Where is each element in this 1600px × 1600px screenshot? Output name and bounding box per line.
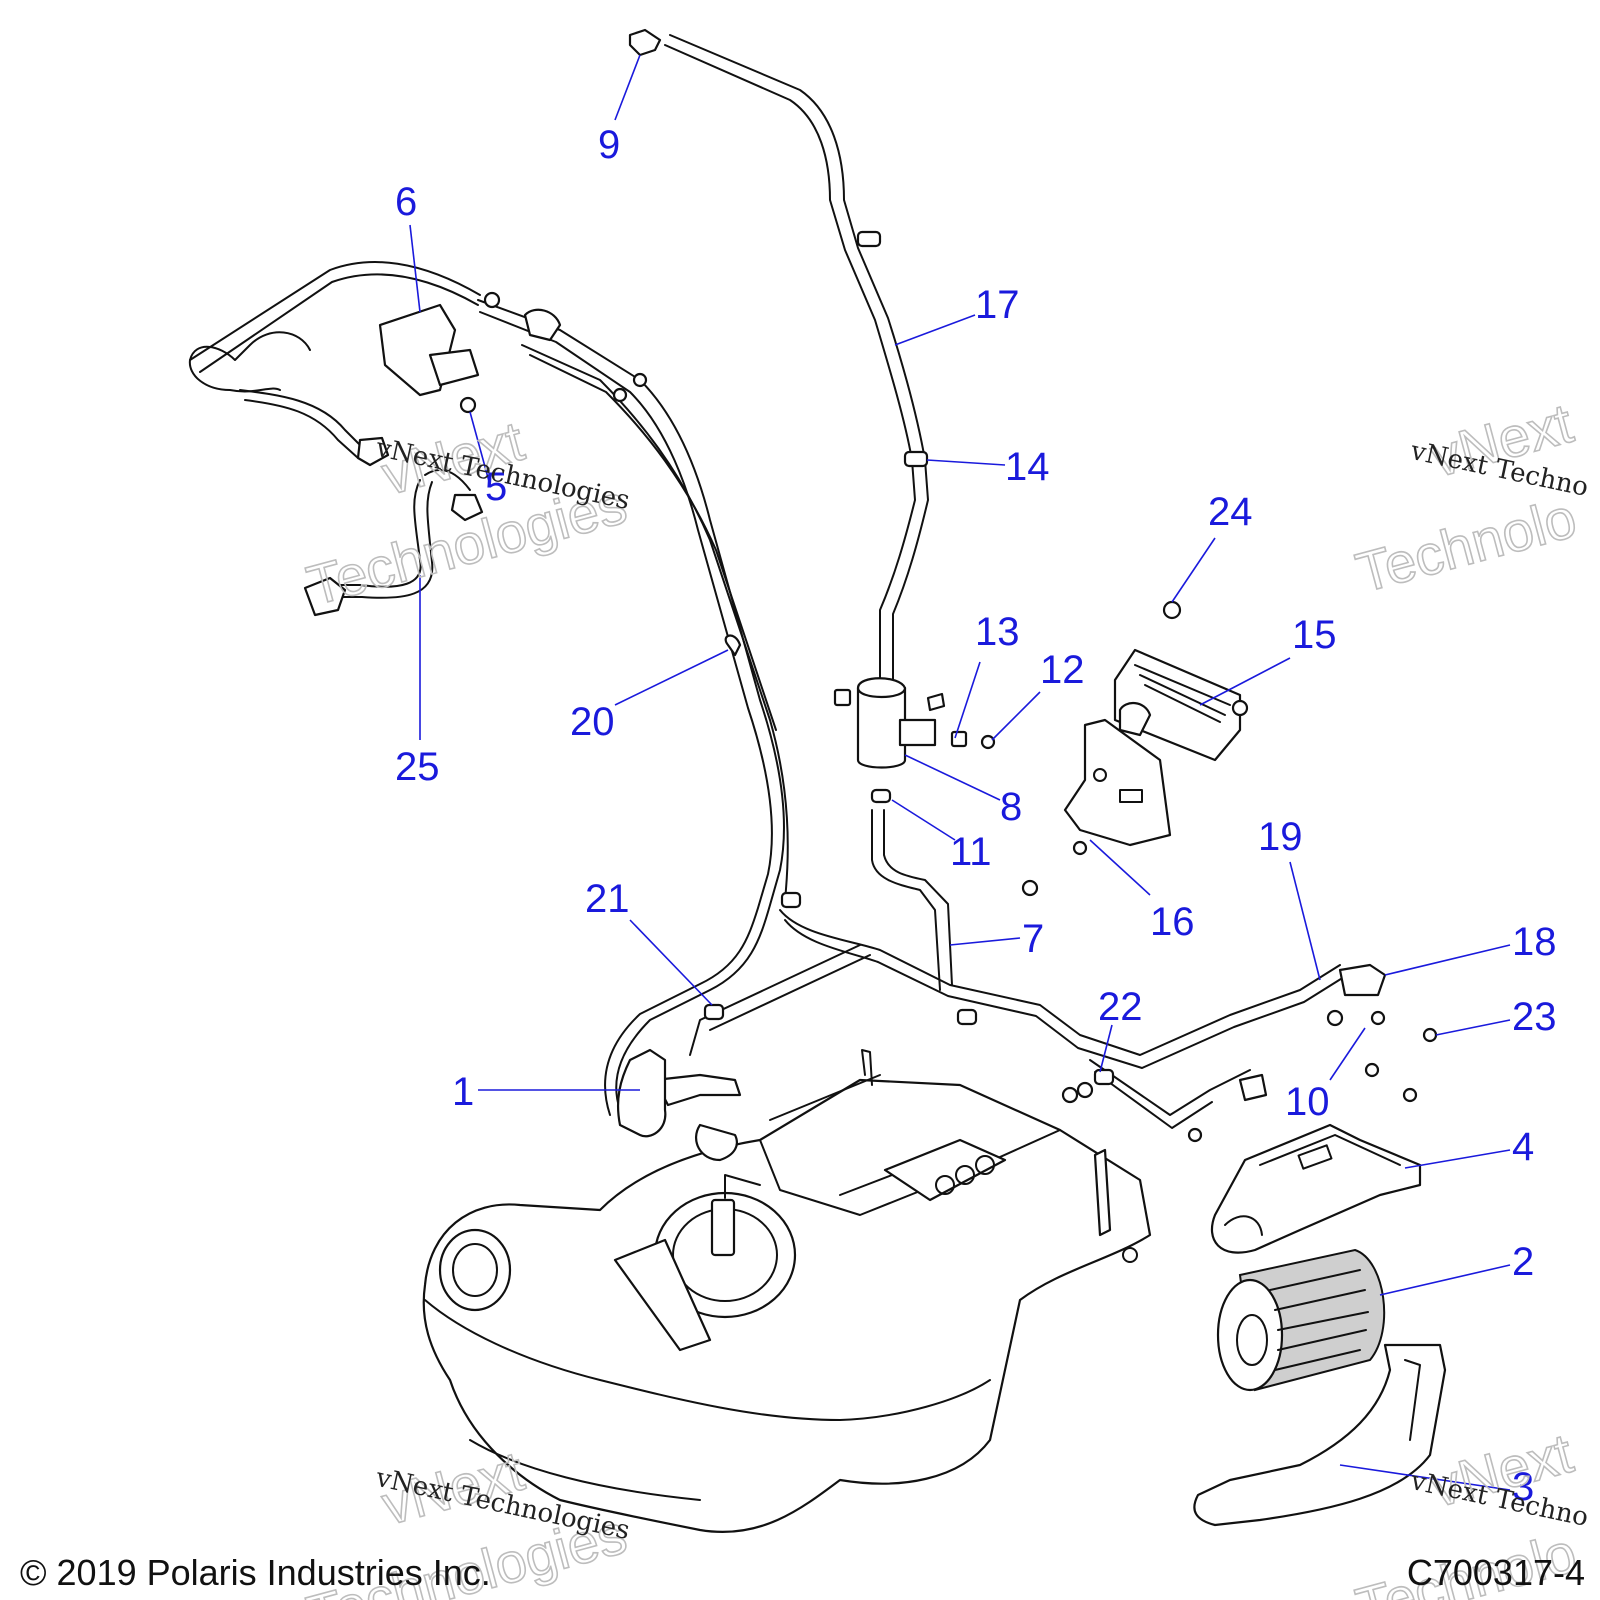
callout-5: 5 — [485, 465, 507, 509]
callout-23: 23 — [1512, 995, 1557, 1039]
callout-15: 15 — [1292, 613, 1337, 657]
callout-14: 14 — [1005, 445, 1050, 489]
callout-7: 7 — [1022, 917, 1044, 961]
callout-12: 12 — [1040, 648, 1085, 692]
callout-6: 6 — [395, 180, 417, 224]
callout-24: 24 — [1208, 490, 1253, 534]
leader-lines — [409, 54, 1511, 1491]
drawing-code: C700317-4 — [1407, 1552, 1585, 1593]
callout-16: 16 — [1150, 900, 1195, 944]
callout-4: 4 — [1512, 1125, 1534, 1169]
fuel-tank — [422, 1049, 1152, 1534]
callout-21: 21 — [585, 877, 630, 921]
callout-3: 3 — [1512, 1465, 1534, 1509]
callout-25: 25 — [395, 745, 440, 789]
callout-11: 11 — [950, 830, 992, 874]
watermark-right-big-bottom-1: Technolo — [1350, 486, 1583, 605]
callout-18: 18 — [1512, 920, 1557, 964]
copyright-text: © 2019 Polaris Industries Inc. — [20, 1552, 491, 1593]
callout-10: 10 — [1285, 1080, 1330, 1124]
callout-22: 22 — [1098, 985, 1143, 1029]
callout-19: 19 — [1258, 815, 1303, 859]
callout-8: 8 — [1000, 785, 1022, 829]
fuel-lines — [188, 34, 1387, 1162]
footer: © 2019 Polaris Industries Inc. C700317-4 — [20, 1552, 1585, 1593]
callout-20: 20 — [570, 700, 615, 744]
callout-2: 2 — [1512, 1240, 1534, 1284]
callout-13: 13 — [975, 610, 1020, 654]
components — [303, 28, 1447, 1527]
callout-9: 9 — [598, 123, 620, 167]
callout-17: 17 — [975, 283, 1020, 327]
callout-1: 1 — [452, 1070, 474, 1114]
callout-labels: 1 2 3 4 5 6 7 8 9 10 11 12 13 14 15 16 1… — [395, 123, 1557, 1509]
